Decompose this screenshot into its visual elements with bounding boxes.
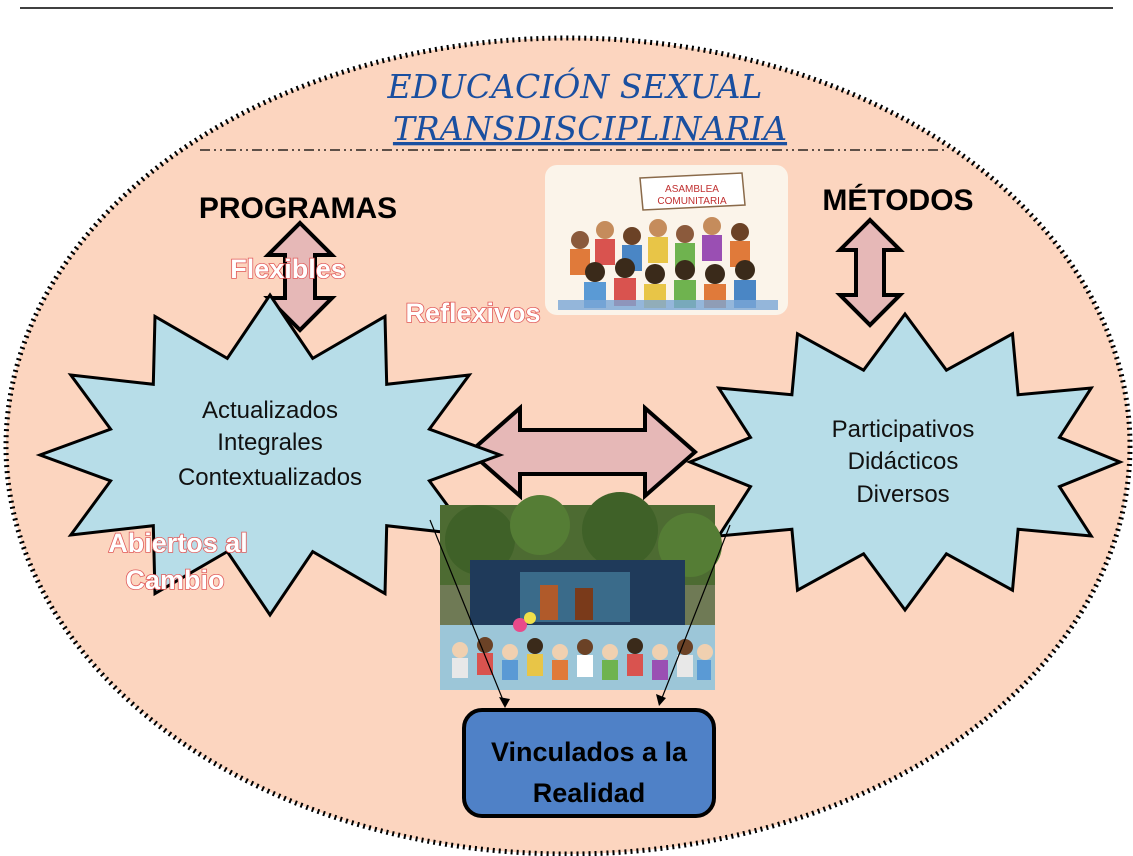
programas-double-arrow: [263, 220, 337, 333]
metodos-star-shape: [686, 311, 1124, 613]
flexibles-label: Flexibles: [230, 254, 346, 284]
metodos-item-3: Diversos: [856, 481, 949, 508]
programas-heading: PROGRAMAS: [199, 192, 397, 225]
reflexivos-label: Reflexivos: [405, 298, 540, 328]
programas-star-shape: [35, 292, 505, 618]
programas-item-1: Actualizados: [202, 397, 338, 424]
vinculados-line1: Vinculados a la: [491, 737, 688, 767]
connector-left: [429, 519, 506, 706]
title-line1: EDUCACIÓN SEXUAL: [387, 66, 763, 106]
metodos-item-1: Participativos: [832, 416, 975, 443]
programas-item-3: Contextualizados: [178, 464, 362, 491]
abiertos-label-line1: Abiertos al: [108, 528, 248, 558]
vinculados-box: [462, 708, 716, 818]
vinculados-line2: Realidad: [533, 778, 646, 808]
asamblea-illustration: ASAMBLEA COMUNITARIA: [545, 165, 788, 315]
metodos-item-2: Didácticos: [848, 448, 959, 475]
title-line2: TRANSDISCIPLINARIA: [393, 109, 787, 148]
banner-text-1: ASAMBLEA: [665, 184, 719, 195]
connector-left-head: [499, 697, 510, 708]
abiertos-label-line2: Cambio: [125, 565, 224, 595]
theatre-photo: [440, 492, 722, 690]
metodos-heading: MÉTODOS: [822, 183, 973, 217]
banner-text-2: COMUNITARIA: [657, 196, 727, 207]
programas-item-2: Integrales: [217, 429, 322, 456]
connector-right: [659, 524, 731, 704]
connector-right-head: [656, 694, 666, 706]
metodos-double-arrow: [835, 217, 905, 328]
horizontal-double-arrow: [466, 403, 699, 501]
